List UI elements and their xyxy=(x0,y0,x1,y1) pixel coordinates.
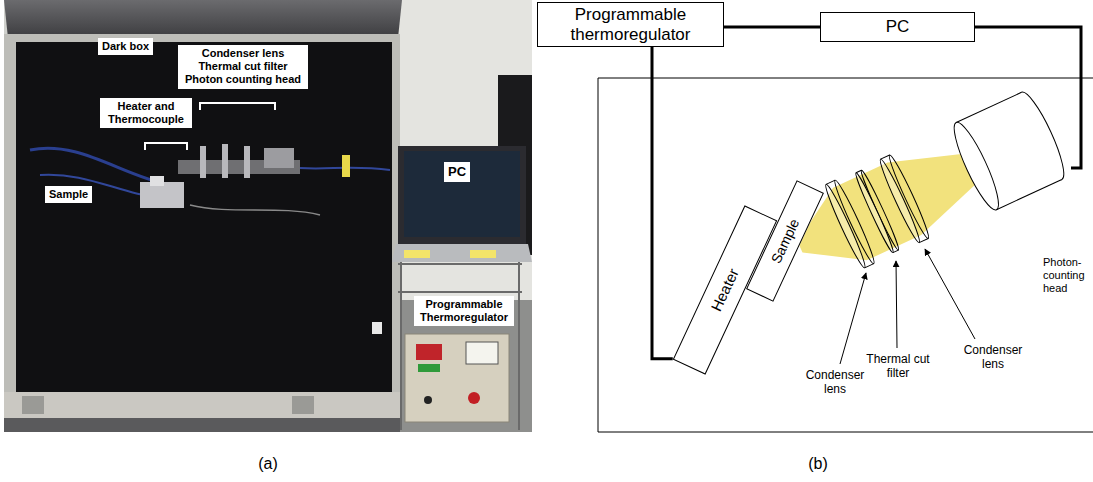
part-label: Thermal cut filter xyxy=(862,352,934,381)
photo-sticker xyxy=(372,322,382,334)
photo-lens-holder xyxy=(244,146,250,178)
part-label: Condenser lens xyxy=(800,368,870,397)
node-text: PC xyxy=(448,164,466,180)
node-text: Sample xyxy=(49,188,88,201)
node-text: Photon-counting head xyxy=(1043,256,1089,296)
photo-table-edge xyxy=(4,418,400,432)
photo-heater xyxy=(150,176,164,186)
photo-thermoregulator xyxy=(405,334,509,422)
panel-label: (b) xyxy=(803,454,833,473)
cylinder-edge xyxy=(996,179,1061,209)
photo-lid xyxy=(4,0,402,38)
leader-arrow xyxy=(925,249,975,339)
photo-cable xyxy=(190,205,320,215)
condenser-lens-symbol xyxy=(877,153,932,244)
lens-edge xyxy=(881,155,890,159)
photo-box-interior xyxy=(16,42,392,392)
photo-rack xyxy=(398,263,522,265)
cylinder-edge xyxy=(956,92,1021,122)
photo-callout: PC xyxy=(444,162,470,182)
node-text: Condenser lens Thermal cut filter Photon… xyxy=(182,47,304,87)
node-text: Heater and Thermocouple xyxy=(104,100,188,126)
lens-edge xyxy=(919,238,928,242)
photo-rack xyxy=(400,262,402,430)
detector-cylinder: Photon-counting head xyxy=(947,88,1071,214)
photo-meter xyxy=(466,342,498,364)
filter-edge xyxy=(856,170,861,173)
leader-arrow xyxy=(896,261,897,348)
lens-edge xyxy=(865,264,874,268)
node-text: Heater xyxy=(708,266,743,314)
device-box: Programmable thermoregulator xyxy=(537,2,724,47)
photo-rack xyxy=(518,262,520,430)
photo-callout: Condenser lens Thermal cut filter Photon… xyxy=(178,45,308,89)
lens-front xyxy=(877,157,923,244)
photo-note xyxy=(470,250,496,258)
photo-note xyxy=(404,250,430,258)
callout-bracket xyxy=(145,143,187,150)
lens-front xyxy=(822,183,868,270)
leader-arrow xyxy=(840,273,866,364)
device-box: PC xyxy=(820,12,975,42)
dark-box-outline xyxy=(598,78,1093,432)
photo-counting-head xyxy=(264,148,294,168)
photo-callout: Sample xyxy=(45,186,92,203)
photo-knob xyxy=(424,396,432,404)
part-label: Condenser lens xyxy=(958,343,1028,372)
filter-edge xyxy=(893,250,898,253)
photo-tag xyxy=(342,155,350,177)
photo-lens-holder xyxy=(200,146,206,178)
panel-label: (a) xyxy=(253,454,283,473)
cable-line xyxy=(724,26,820,29)
node-text: PC xyxy=(886,17,910,37)
lens-edge xyxy=(826,180,835,184)
photo-display xyxy=(418,364,440,372)
photo-callout: Heater and Thermocouple xyxy=(100,98,192,128)
cable-line xyxy=(652,47,673,359)
photo-laptop-screen xyxy=(398,146,526,244)
photo-wall xyxy=(4,0,532,432)
photo-callout: Dark box xyxy=(98,38,153,55)
photo-lens-holder xyxy=(222,144,228,178)
photo-box-lip xyxy=(4,392,400,420)
light-beam xyxy=(798,152,987,260)
photo-display xyxy=(416,344,442,360)
photo-laptop-display xyxy=(404,151,520,237)
photo-clip xyxy=(22,396,44,414)
node-text: Programmable Thermoregulator xyxy=(418,298,510,324)
photo-box-frame xyxy=(4,34,400,418)
photo-clip xyxy=(292,396,314,414)
photo-laptop-base xyxy=(392,244,532,262)
photo-rack xyxy=(398,291,522,293)
node-text: Programmable thermoregulator xyxy=(544,5,717,44)
cylinder-outline xyxy=(947,88,1071,214)
photo-panel xyxy=(4,0,532,432)
callout-bracket xyxy=(200,103,275,110)
node-text: Dark box xyxy=(102,40,149,53)
photo-callout: Programmable Thermoregulator xyxy=(414,296,514,326)
schematic-panel xyxy=(598,78,1093,432)
photo-knob xyxy=(468,392,480,404)
photo-cable xyxy=(30,148,170,185)
cylinder-face xyxy=(947,118,1005,214)
